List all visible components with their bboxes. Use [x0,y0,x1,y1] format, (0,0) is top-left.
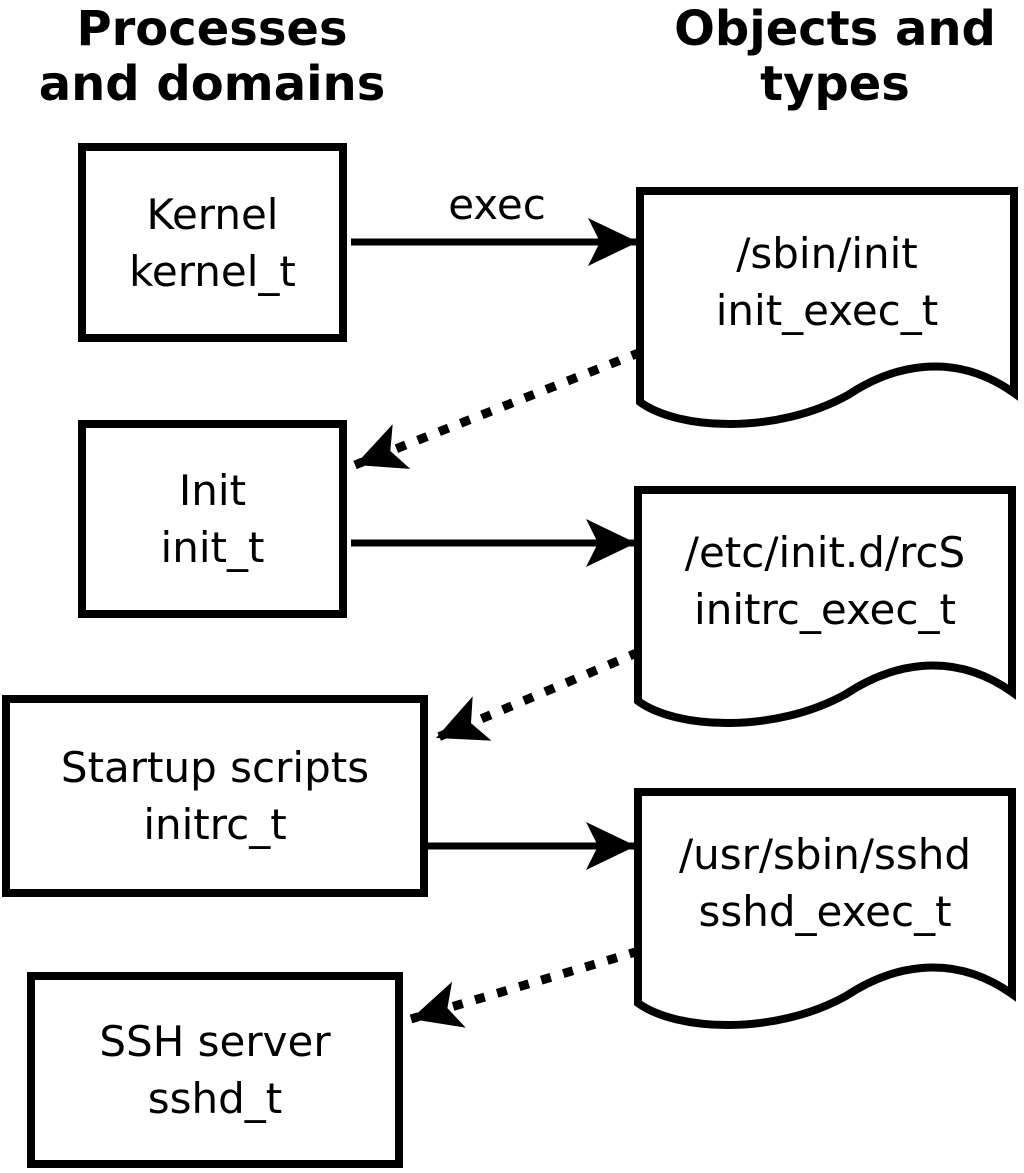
kernel-box-shape [78,143,347,342]
left-column-header-line2: and domains [38,56,386,112]
object-path: /sbin/init [736,229,918,278]
sbin-init-document-shape [636,187,1018,428]
etc-initd-rcs-document-shape [634,486,1016,727]
process-domain: kernel_t [129,246,296,296]
object-path: /usr/sbin/sshd [678,830,972,879]
right-column-header-line2: types [760,56,910,112]
object-type: sshd_exec_t [698,887,952,936]
process-name: Init [178,466,247,515]
object-path: /etc/init.d/rcS [684,528,966,577]
init-node-label: Init init_t [78,420,347,618]
process-domain: initrc_t [143,800,287,849]
usr-sbin-sshd-document-shape [634,788,1016,1029]
process-domain: sshd_t [147,1074,283,1123]
transition-arrow-rcs-to-initrc-t [434,647,641,743]
kernel-node-label: Kernel kernel_t [78,143,347,342]
transition-arrow-sbin-init-to-init-t [353,347,643,470]
process-name: SSH server [99,1017,331,1066]
process-name: Kernel [146,189,279,239]
object-type: init_exec_t [715,286,939,335]
left-column-header: Processes and domains [39,2,386,112]
startup-scripts-node-label: Startup scripts initrc_t [2,695,428,897]
sbin-init-doc-label: /sbin/init init_exec_t [636,187,1018,377]
exec-edge-label: exec [448,180,546,229]
object-type: initrc_exec_t [694,585,956,634]
ssh-server-node-label: SSH server sshd_t [27,972,403,1168]
left-column-header-line1: Processes [76,1,348,57]
startup-scripts-box-shape [2,695,428,897]
process-domain: init_t [160,523,265,572]
right-column-header-line1: Objects and [674,1,996,57]
ssh-server-box-shape [27,972,403,1168]
right-column-header: Objects and types [674,2,996,112]
etc-initd-rcs-doc-label: /etc/init.d/rcS initrc_exec_t [634,486,1016,676]
init-box-shape [78,420,347,618]
usr-sbin-sshd-doc-label: /usr/sbin/sshd sshd_exec_t [634,788,1016,978]
transition-arrow-sshd-to-sshd-t [409,946,641,1028]
process-name: Startup scripts [60,743,370,792]
